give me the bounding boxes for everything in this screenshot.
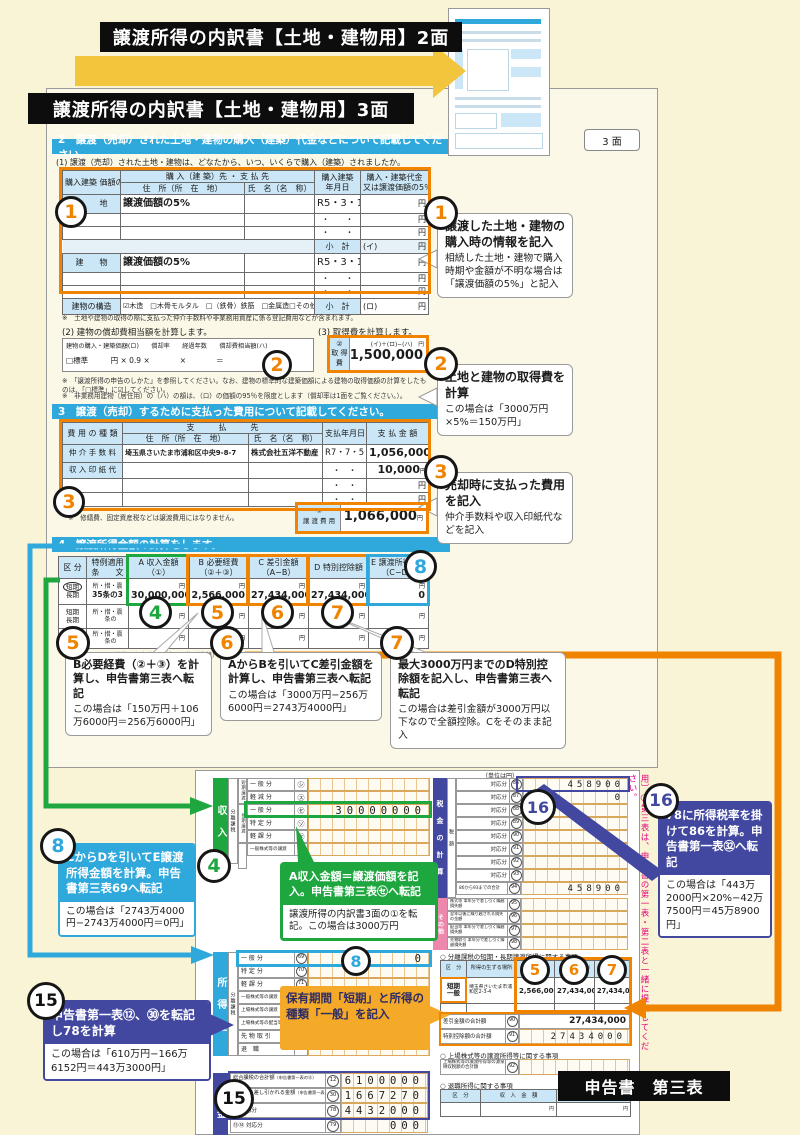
transfer-expense-value: 1,066,000 [343,509,417,524]
taxable-78-value: 4432000 [341,1103,428,1118]
deduction-from-income-value: 1667270 [341,1088,428,1103]
step6-circle-daisan: 6 [559,955,589,985]
deduct-total-value: 27434000 [519,1029,630,1044]
acq-title: (3) 取得費を計算します。 [318,328,417,338]
bunri-kubun-cell: 短期一般 [440,976,467,1004]
step3-circle: 3 [53,486,85,518]
shotoku-section-label: 所 得 金 [213,952,228,1056]
section3-note: ※ 修繕費、固定資産税などは譲渡費用にはなりません。 [68,514,239,522]
structure-label: 建物の構造 [62,298,121,315]
step2-circle: 2 [262,350,292,380]
holding-period-callout: 保有期間「短期」と所得の種類「一般」を記入 [280,986,430,1050]
dep-title: (2) 建物の償却費相当額を計算します。 [62,328,212,338]
callout-5: B必要経費（②＋③）を計算し、申告書第三表へ転記 この場合は「150万円＋106… [65,652,212,736]
callout-1: 譲渡した土地・建物の購入時の情報を記入 相続した土地・建物で購入時期や金額が不明… [437,213,573,298]
step5-circle-daisan: 5 [520,955,550,985]
callout-7: 最大3000万円までのD特別控除額を記入し、申告書第三表へ転記 この場合は差引金… [390,652,566,749]
expense-row: 収 入 印 紙 代 [62,462,123,479]
expense-row: 仲 介 手 数 料 [62,444,123,463]
callout-16: 78に所得税率を掛けて86を計算。申告書第一表㉜へ転記 この場合は「443万20… [658,801,772,938]
step7-circle: 7 [321,596,354,629]
step1-circle: 1 [55,196,87,228]
callout-4: A収入金額＝譲渡価額を記入。申告書第三表㋝へ転記 譲渡所得の内訳書3面の①を転記… [280,862,438,941]
col-date: 購入建築年月日 [314,170,362,195]
col-breakdown: 購入建築 価額の内訳 [62,170,121,195]
step4-circle: 4 [139,596,172,629]
col-payee: 購 入（建 築）先 ・ 支 払 先 [119,170,316,183]
subtotal-ro: (ロ)円 [360,298,430,315]
section2-note2: ※ 「譲渡所得の申告のしかた」を参照してください。なお、建物の標準的な建築価額に… [62,377,427,394]
section4-title: 4 譲渡所得金額の計算をします。 [52,537,450,552]
col-name: 氏 名（名 称） [243,182,316,195]
step8-circle: 8 [404,550,437,583]
step5-circle: 5 [201,596,234,629]
section2-note3: ※ 非業務用建物（居住用）の（ハ）の額は、（ロ）の価額の95％を限度とします（償… [62,392,407,400]
banner-form2: 譲渡所得の内訳書【土地・建物用】2面 [100,22,462,52]
thumbnail-bar [455,19,541,24]
subtotal-ro-label: 小 計 [314,298,362,315]
callout-15: 申告書第一表⑫、㉚を転記し78を計算 この場合は「610万円−166万6152円… [43,1000,211,1081]
gain-e: 0 [418,589,425,601]
callout-6: AからBを引いてC差引金額を計算し、申告書第三表へ転記 この場合は「3000万円… [220,652,382,722]
callout-3: 売却時に支払った費用を記入 仲介手数料や収入印紙代などを記入 [437,472,573,545]
form2-thumbnail [448,8,550,156]
income-general-long-value: 30000000 [308,804,430,817]
sogo-gokei-value: 6100000 [341,1073,428,1088]
row-building-label: 建 物 [62,253,121,273]
col-addr: 住 所（所 在 地） [120,182,245,195]
jojo-section-title: ○ 上場株式等の譲渡所得等に関する事項 [440,1052,559,1060]
expense-table: 費 用 の 種 類 支 払 先 支払年月日 支 払 金 額 住 所（所 在 地）… [62,422,429,507]
step7-circle-daisan: 7 [597,955,627,985]
col-amount: 購入・建築代金又は譲渡価額の5％ [360,170,430,195]
section2-title: 2 譲渡（売却）された土地・建物の購入（建築）代金などについて記載してください。 [52,134,450,161]
step6-circle: 6 [261,596,294,629]
callout-8: CからDを引いてE譲渡所得金額を計算。申告書第三表69へ転記 この場合は「274… [58,843,196,938]
gain-calc-table: 区 分 特例適用条 文 A 収入金額（①） B 必要経費（②＋③） C 差引金額… [58,556,429,649]
building-date: R5・3・10 [314,253,362,273]
page-number-label: 3 面 [584,129,640,151]
subtotal-i-label: 小 計 [314,239,362,254]
step16-circle-form: 16 [520,789,556,825]
taishoku-section-title: ○ 退職所得に関する事項 [440,1082,513,1090]
section3-title: 3 譲渡（売却）するために支払った費用について記載してください。 [52,404,450,419]
land-price-note: 譲渡価額の5% [120,194,245,214]
acq-value: 1,500,000 [349,348,423,363]
subtotal-i: (イ)円 [360,239,430,254]
section2-note1: ※ 土地や建物の取得の際に支払った仲介手数料や非業務用資産に係る登記費用などが含… [62,314,357,322]
land-date: R5・3・10 [314,194,362,214]
section2-subtitle: (1) 譲渡（売却）された土地・建物は、どなたから、いつ、いくらで購入（建築）さ… [56,158,405,167]
diff-total-value: 27,434,000 [519,1014,630,1029]
banner-form3: 譲渡所得の内訳書【土地・建物用】3面 [28,93,414,124]
building-price-note: 譲渡価額の5% [120,253,245,273]
yellow-arrow-body [75,56,433,86]
step8-circle-form: 8 [341,946,371,976]
callout-2: 土地と建物の取得費を計算 この場合は「3000万円×5%＝150万円」 [437,364,573,437]
banner-daisan: 申告書 第三表 [558,1071,730,1101]
tax-94-value: 458900 [521,882,628,895]
structure-checkboxes: ☑木造 □木骨モルタル □（鉄骨）鉄筋 □金属造□その他 [119,298,316,315]
step15-circle-form: 15 [214,1079,254,1119]
